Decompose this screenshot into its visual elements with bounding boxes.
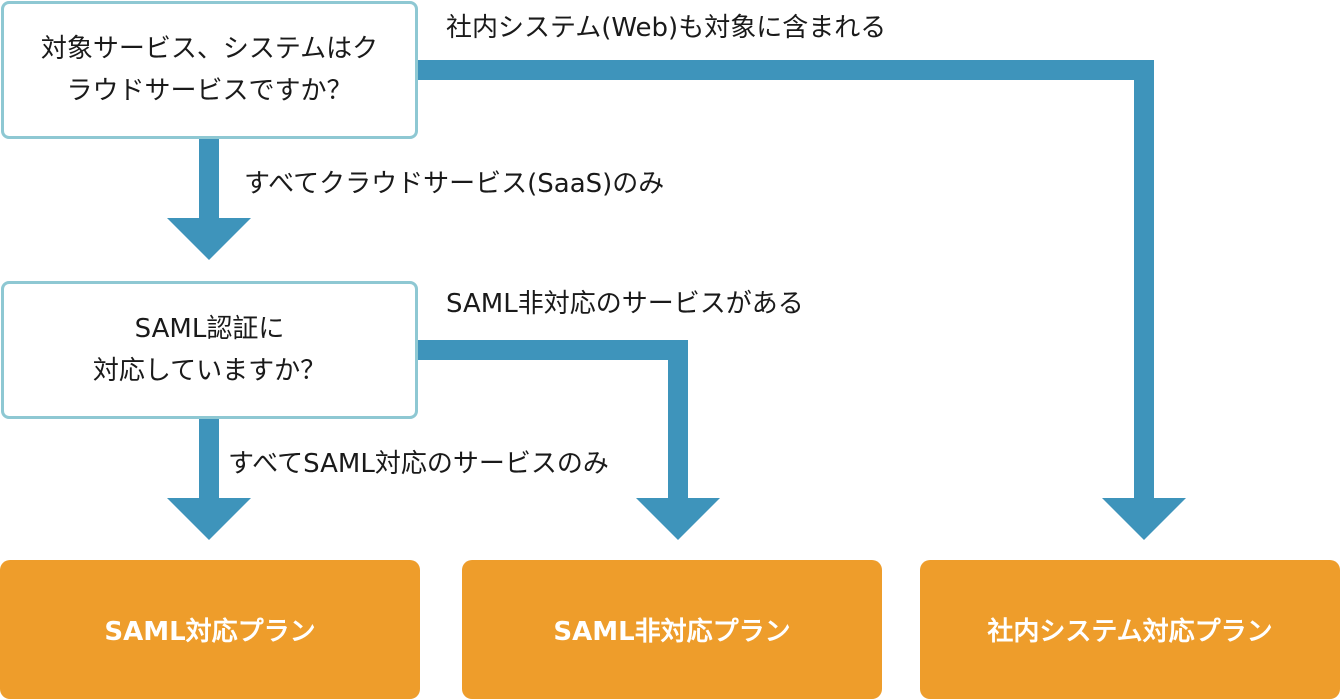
decision-cloud-service-line1: 対象サービス、システムはク xyxy=(40,34,379,64)
plan-internal-label: 社内システム対応プラン xyxy=(987,617,1273,647)
decision-cloud-service: 対象サービス、システムはク ラウドサービスですか？ xyxy=(1,1,418,139)
plan-internal-box: 社内システム対応プラン xyxy=(920,560,1340,699)
decision-saml-support: SAML認証に 対応していますか？ xyxy=(1,281,418,419)
arrow-q2-to-non-saml-plan xyxy=(418,340,720,540)
edge-label-all-saml: すべてSAML対応のサービスのみ xyxy=(228,449,609,479)
plan-non-saml-box: SAML非対応プラン xyxy=(462,560,882,699)
edge-label-internal-web: 社内システム(Web)も対象に含まれる xyxy=(446,13,887,43)
arrow-q2-to-saml-plan xyxy=(167,419,251,540)
arrow-q1-to-q2 xyxy=(167,139,251,260)
plan-saml-label: SAML対応プラン xyxy=(104,617,316,647)
edge-label-has-non-saml: SAML非対応のサービスがある xyxy=(446,289,804,319)
decision-saml-support-line1: SAML認証に xyxy=(134,314,285,344)
decision-saml-support-text: SAML認証に 対応していますか？ xyxy=(93,308,326,392)
decision-cloud-service-text: 対象サービス、システムはク ラウドサービスですか？ xyxy=(41,28,378,112)
edge-label-all-saas: すべてクラウドサービス(SaaS)のみ xyxy=(244,169,665,199)
plan-non-saml-label: SAML非対応プラン xyxy=(553,617,791,647)
arrow-q1-to-internal-plan xyxy=(418,60,1186,540)
decision-cloud-service-line2: ラウドサービスですか？ xyxy=(66,76,353,106)
decision-saml-support-line2: 対応していますか？ xyxy=(92,356,327,386)
plan-saml-box: SAML対応プラン xyxy=(0,560,420,699)
